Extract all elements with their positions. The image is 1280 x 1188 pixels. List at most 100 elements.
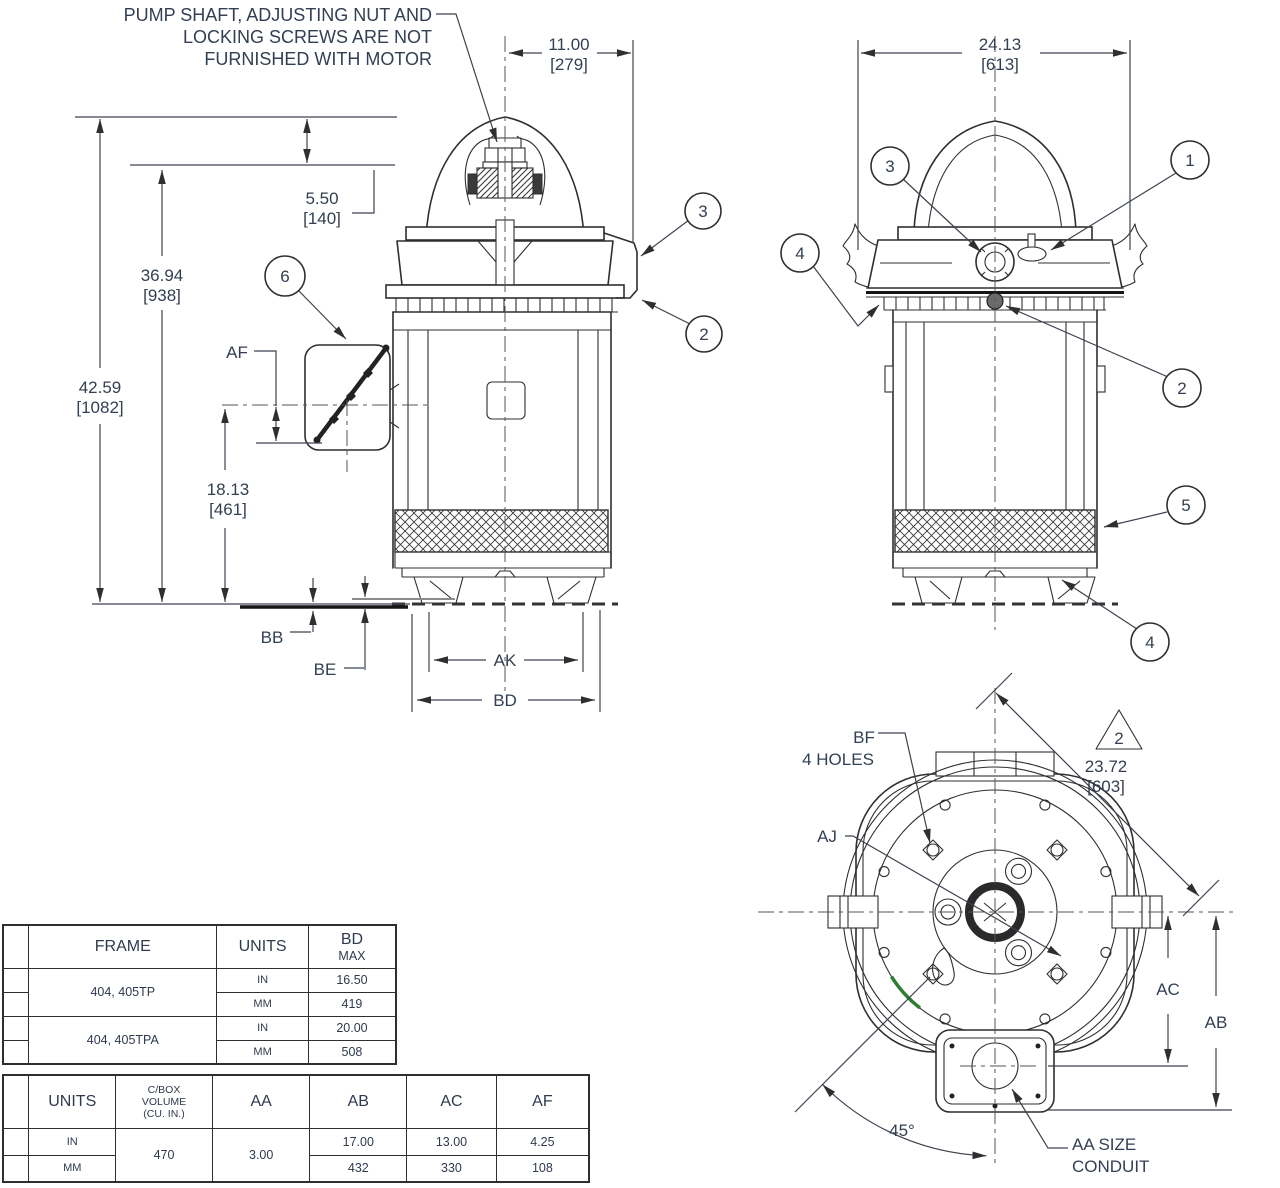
balloon-2 [685, 315, 723, 353]
frame-table-zone-cell [2, 1039, 30, 1065]
side-balloon-5-leader [1103, 511, 1168, 528]
front-view: 3 2 6 PUMP SHAFT, ADJUSTING NUT AND LOCK… [75, 5, 723, 712]
cbox-header-line1: C/BOX [147, 1083, 181, 1096]
side-balloon-2-label: 2 [1177, 379, 1186, 398]
balloon-3 [684, 192, 722, 230]
units-cell: IN [216, 1015, 309, 1041]
dim-af-label: AF [226, 343, 248, 362]
dim-24-13-mm: [613] [981, 55, 1019, 74]
side-view: 24.13 [613] 3 1 4 2 5 4 [780, 35, 1210, 662]
cbox-table-zone-cell [2, 1127, 30, 1156]
side-balloon-4-leader [812, 265, 880, 327]
balloon-6 [264, 255, 306, 297]
units-cell: IN [28, 1127, 117, 1156]
frame-bd-table: FRAME UNITS BD MAX 404, 405TP IN 16.50 M… [2, 924, 397, 1065]
label-4-holes: 4 HOLES [802, 750, 874, 769]
cbox-table-header-units: UNITS [28, 1074, 117, 1129]
ac-in-value: 13.00 [406, 1127, 497, 1156]
cbox-table-zone-cell [2, 1154, 30, 1183]
side-balloon-2-leader [1005, 305, 1169, 378]
side-balloon-3 [870, 146, 910, 186]
side-balloon-2 [1162, 368, 1202, 408]
units-cell: IN [216, 967, 309, 993]
frame-table-header-bd-line1: BD [340, 930, 364, 948]
frame-table-header-frame: FRAME [28, 924, 218, 969]
dim-bb-label: BB [261, 628, 284, 647]
cbox-table-zone-cell [2, 1074, 30, 1129]
side-balloon-4-label: 4 [795, 244, 804, 263]
note-line-3: FURNISHED WITH MOTOR [204, 49, 432, 69]
balloon-6-label: 6 [280, 267, 289, 286]
frame-table-zone-cell [2, 991, 30, 1017]
ab-mm-value: 432 [309, 1154, 408, 1183]
side-balloon-4b-label: 4 [1145, 633, 1154, 652]
note-line-2: LOCKING SCREWS ARE NOT [183, 27, 432, 47]
dim-23-72-in: 23.72 [1085, 757, 1128, 776]
flag-triangle-2: 2 [1114, 729, 1123, 748]
balloon-6-leader [298, 290, 347, 340]
ab-in-value: 17.00 [309, 1127, 408, 1156]
label-bf: BF [853, 728, 875, 747]
table-row: IN 470 3.00 17.00 13.00 4.25 [2, 1127, 590, 1183]
dim-18-13-in: 18.13 [207, 480, 250, 499]
front-view-linework [304, 116, 638, 606]
cbox-table-header-af: AF [495, 1074, 590, 1129]
side-balloon-5 [1166, 485, 1206, 525]
dim-18-13-mm: [461] [209, 500, 247, 519]
balloon-2-label: 2 [699, 325, 708, 344]
side-balloon-1-label: 1 [1185, 151, 1194, 170]
bd-value-cell: 20.00 [307, 1015, 397, 1041]
cbox-dimensions-table: UNITS C/BOX VOLUME (CU. IN.) AA AB AC AF… [2, 1074, 590, 1183]
dim-36-94-mm: [938] [143, 286, 181, 305]
dim-5-50-in: 5.50 [305, 189, 338, 208]
dim-24-13-in: 24.13 [979, 35, 1022, 54]
dim-11-00-mm: [279] [550, 55, 588, 74]
dim-42-59-mm: [1082] [76, 398, 123, 417]
table-row: 404, 405TP IN 16.50 [2, 967, 397, 1017]
table-row: MM 508 [2, 1039, 397, 1065]
cbox-table-header-ab: AB [309, 1074, 408, 1129]
balloon-3-leader [640, 219, 690, 257]
cbox-table-header-aa: AA [211, 1074, 311, 1129]
frame-table-header-units: UNITS [216, 924, 309, 969]
units-cell: MM [28, 1154, 117, 1183]
dim-be-label: BE [314, 660, 337, 679]
cbox-table-header-volume: C/BOX VOLUME (CU. IN.) [115, 1074, 213, 1129]
bottom-view-dimensions [794, 672, 1232, 1160]
bd-value-cell: 419 [307, 991, 397, 1017]
af-in-value: 4.25 [495, 1127, 590, 1156]
table-row: 404, 405TPA IN 20.00 [2, 1015, 397, 1065]
cbox-header-line3: (CU. IN.) [143, 1107, 185, 1120]
dim-bd-label: BD [493, 691, 517, 710]
af-mm-value: 108 [495, 1154, 590, 1183]
frame-table-header-bd-line2: MAX [338, 948, 366, 963]
frame-table-zone-cell [2, 1015, 30, 1041]
front-view-dimensions [75, 13, 634, 712]
frame-table-zone-cell [2, 924, 30, 969]
dim-ac-label: AC [1156, 980, 1180, 999]
dim-ak-label: AK [494, 651, 517, 670]
note-line-1: PUMP SHAFT, ADJUSTING NUT AND [124, 5, 432, 25]
side-balloon-4b [1130, 622, 1170, 662]
frame-table-header-bd: BD MAX [307, 924, 397, 969]
table-row: MM 432 330 108 [2, 1154, 590, 1183]
bottom-view: BF 4 HOLES AJ 2 23.72 [603] AC AB 45° AA… [758, 672, 1238, 1176]
bd-value-cell: 508 [307, 1039, 397, 1065]
table-row: MM 419 [2, 991, 397, 1017]
label-aa-size: AA SIZE [1072, 1135, 1136, 1154]
units-cell: MM [216, 991, 309, 1017]
dim-11-00-in: 11.00 [548, 35, 589, 54]
cbox-header-line2: VOLUME [141, 1095, 187, 1108]
side-balloon-4 [780, 233, 820, 273]
frame-table-zone-cell [2, 967, 30, 993]
label-conduit: CONDUIT [1072, 1157, 1149, 1176]
dim-36-94-in: 36.94 [141, 266, 184, 285]
side-balloon-4b-leader [1061, 579, 1138, 630]
frame-cell-1: 404, 405TP [28, 967, 218, 1017]
cbox-volume-value: 470 [115, 1127, 213, 1183]
dim-42-59-in: 42.59 [79, 378, 122, 397]
label-aj: AJ [817, 827, 837, 846]
side-balloon-1-leader [1050, 172, 1177, 251]
